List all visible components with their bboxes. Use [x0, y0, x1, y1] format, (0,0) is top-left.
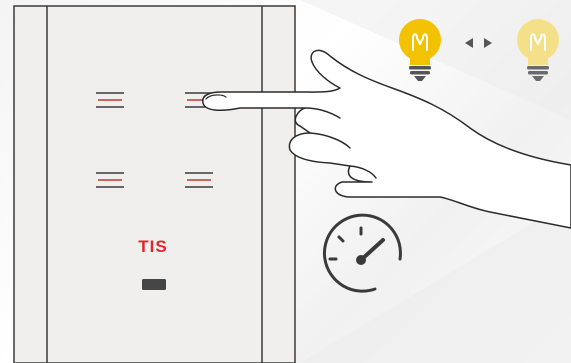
speedometer-icon: [324, 215, 400, 291]
brand-logo: TIS: [128, 237, 178, 257]
bulb-bright-icon: [399, 19, 441, 81]
ir-sensor-window: [142, 279, 166, 290]
panel-frame: [14, 6, 295, 363]
switch-panel: [14, 6, 295, 363]
